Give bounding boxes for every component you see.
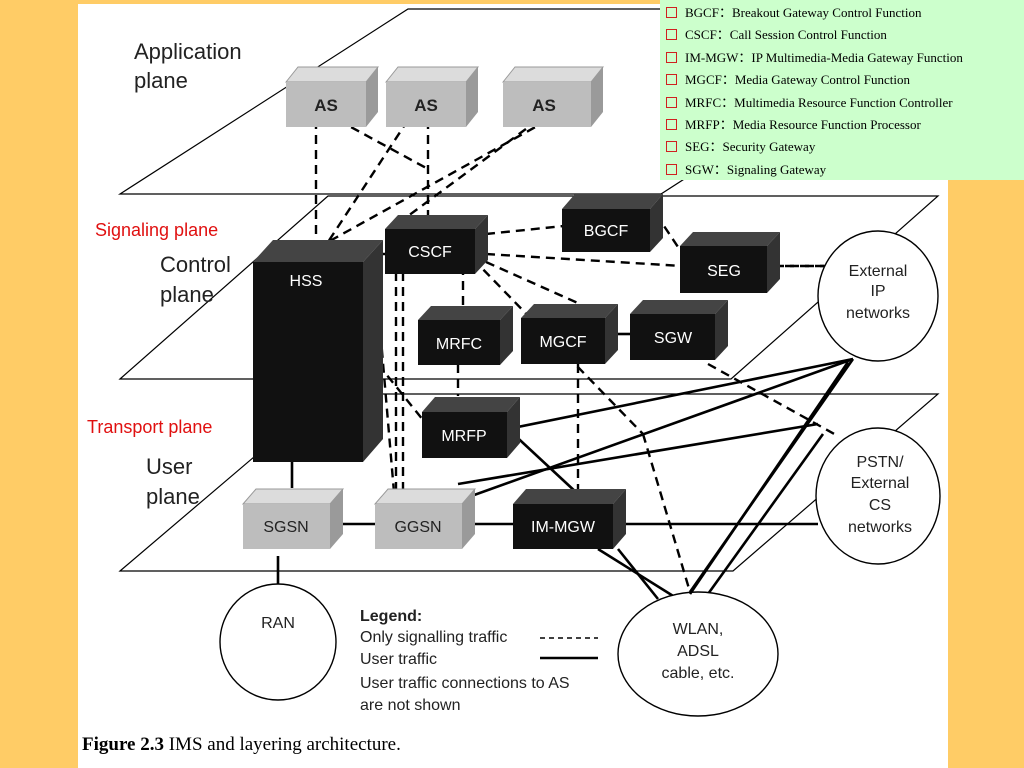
checkbox-square-icon [666,29,677,41]
abbreviation-item: BGCF：Breakout Gateway Control Function [666,2,1024,24]
node-bgcf: BGCF [562,194,663,252]
svg-text:cable, etc.: cable, etc. [662,665,735,682]
abbreviation-item: IM-MGW：IP Multimedia-Media Gateway Funct… [666,47,1024,69]
legend-user-traffic: User traffic [360,651,437,668]
svg-text:MGCF: MGCF [539,334,586,351]
svg-text:External: External [851,475,910,492]
svg-text:networks: networks [846,305,910,322]
svg-text:CSCF: CSCF [408,244,452,261]
checkbox-square-icon [666,163,677,175]
node-cscf: CSCF [385,215,488,274]
abbreviation-item: SGW：Signaling Gateway [666,159,1024,181]
svg-text:IP: IP [870,283,885,300]
svg-text:MRFC: MRFC [436,336,482,353]
node-mrfp: MRFP [422,397,520,458]
application-plane-label-2: plane [134,68,188,93]
checkbox-square-icon [666,118,677,130]
svg-text:MRFP: MRFP [441,428,486,445]
node-as-2: AS [384,66,480,127]
svg-text:AS: AS [314,96,338,115]
node-seg: SEG [680,232,780,293]
node-ggsn: GGSN [373,488,477,549]
ims-architecture-diagram: Application plane Control plane User pla… [117,8,948,717]
abbreviation-item: SEG：Security Gateway [666,136,1024,158]
abbreviation-panel: BGCF：Breakout Gateway Control Function C… [660,0,1024,180]
network-external-ip: External IP networks [817,230,939,362]
svg-text:PSTN/: PSTN/ [856,454,904,471]
abbreviation-item: MRFP：Media Resource Function Processor [666,114,1024,136]
checkbox-square-icon [666,141,677,153]
figure-caption: Figure 2.3 IMS and layering architecture… [82,734,401,756]
checkbox-square-icon [666,96,677,108]
checkbox-square-icon [666,74,677,86]
svg-text:External: External [849,263,908,280]
figure-caption-text: IMS and layering architecture. [168,734,401,755]
svg-text:AS: AS [532,96,556,115]
node-as-1: AS [284,66,380,127]
legend-note-1: User traffic connections to AS [360,675,570,692]
abbreviation-item: MRFC：Multimedia Resource Function Contro… [666,92,1024,114]
svg-text:RAN: RAN [261,615,295,632]
abbreviation-item: CSCF：Call Session Control Function [666,24,1024,46]
svg-text:WLAN,: WLAN, [673,621,724,638]
node-sgw: SGW [630,300,728,360]
checkbox-square-icon [666,7,677,18]
svg-text:GGSN: GGSN [394,519,441,536]
figure-number: Figure 2.3 [82,734,164,755]
checkbox-square-icon [666,51,677,63]
transport-plane-annotation: Transport plane [87,417,213,437]
signaling-plane-annotation: Signaling plane [95,220,219,240]
svg-text:AS: AS [414,96,438,115]
network-pstn: PSTN/ External CS networks [815,427,941,565]
svg-text:BGCF: BGCF [584,223,629,240]
signalling-connections [314,118,839,593]
svg-text:SGW: SGW [654,330,693,347]
node-sgsn: SGSN [241,488,345,549]
svg-text:SGSN: SGSN [263,519,308,536]
control-plane-label-2: plane [160,282,214,307]
network-wlan: WLAN, ADSL cable, etc. [617,591,779,717]
user-plane-label: User [146,454,192,479]
node-hss: HSS [253,240,383,462]
control-plane-label: Control [160,252,231,277]
legend-signalling: Only signalling traffic [360,629,507,646]
svg-text:ADSL: ADSL [677,643,719,660]
node-im-mgw: IM-MGW [513,489,626,549]
network-ran: RAN [219,583,337,701]
legend-note-2: are not shown [360,697,461,714]
svg-text:IM-MGW: IM-MGW [531,519,596,536]
legend-title: Legend: [360,608,422,625]
svg-text:HSS: HSS [290,273,323,290]
abbreviation-item: MGCF：Media Gateway Control Function [666,69,1024,91]
legend: Legend: Only signalling traffic User tra… [360,608,598,714]
user-plane-label-2: plane [146,484,200,509]
svg-text:SEG: SEG [707,263,741,280]
application-plane-label: Application [134,39,242,64]
svg-text:networks: networks [848,519,912,536]
node-as-3: AS [501,66,605,127]
svg-text:CS: CS [869,497,891,514]
node-mgcf: MGCF [521,304,618,364]
node-mrfc: MRFC [418,306,513,365]
